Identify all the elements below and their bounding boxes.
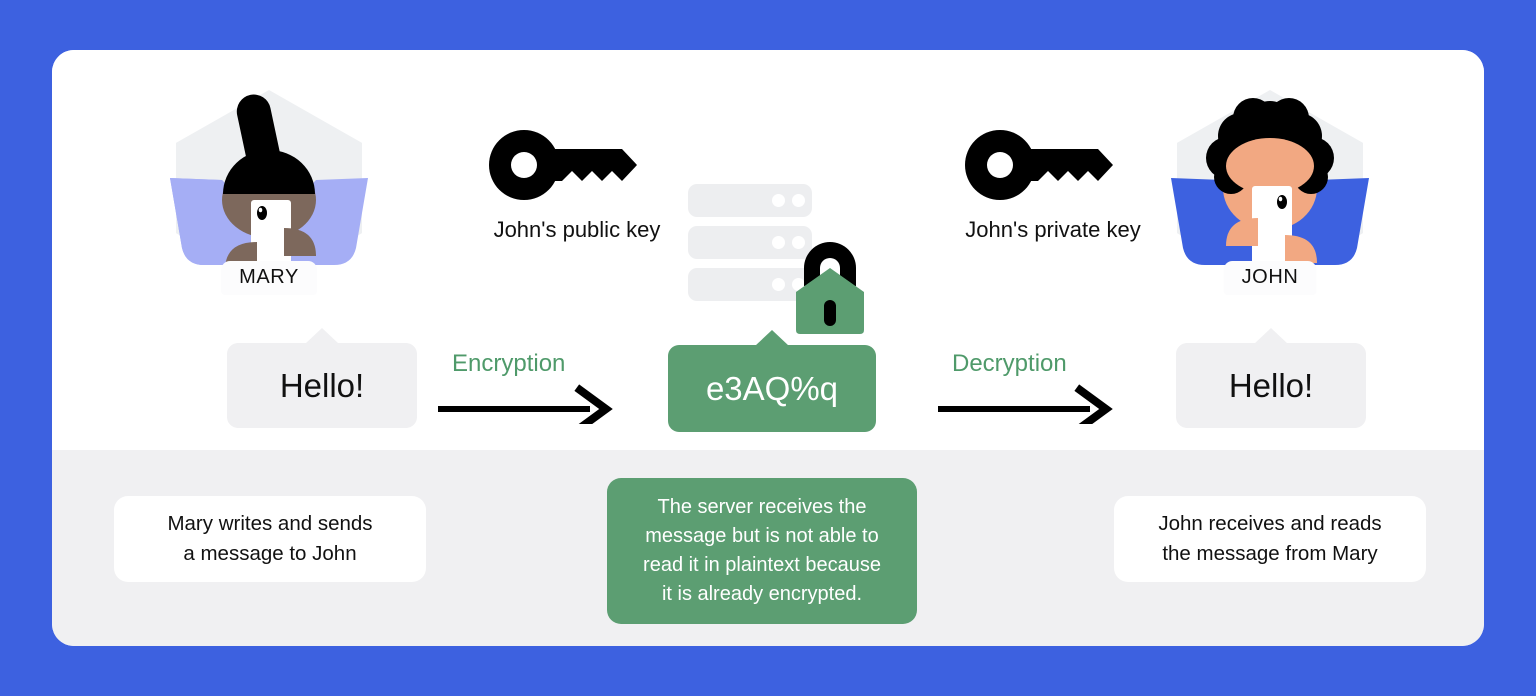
encryption-arrow-label: Encryption (452, 350, 566, 377)
ciphertext-bubble: e3AQ%q (668, 345, 876, 432)
key-icon (965, 130, 1113, 200)
avatar-name-john: JOHN (1223, 261, 1317, 295)
avatar-mary: MARY (164, 80, 374, 295)
caption-receiver-line1: John receives and reads (1158, 512, 1382, 536)
caption-sender: Mary writes and sends a message to John (114, 496, 426, 582)
caption-sender-line1: Mary writes and sends (167, 512, 373, 536)
padlock-locked-icon (796, 242, 864, 334)
diagram-bottom-section: Mary writes and sends a message to John … (52, 450, 1484, 646)
caption-server-line4: it is already encrypted. (661, 583, 863, 605)
caption-receiver: John receives and reads the message from… (1114, 496, 1426, 582)
server-led (772, 236, 785, 249)
message-bubble-receiver: Hello! (1176, 343, 1366, 428)
avatar-john: JOHN (1165, 80, 1375, 295)
server-led (792, 194, 805, 207)
avatar-john-icon (1171, 98, 1369, 268)
private-key-label: John's private key (965, 217, 1141, 242)
caption-server-line1: The server receives the (657, 496, 867, 518)
caption-sender-line2: a message to John (183, 542, 357, 565)
server-stack-icon (688, 184, 868, 334)
server-bar (688, 226, 812, 259)
private-key-group: John's private key (938, 128, 1168, 243)
diagram-card: MARY Hello! John's public key Encryption (52, 50, 1484, 646)
server-led (792, 236, 805, 249)
server-led (772, 278, 785, 291)
public-key-label: John's public key (493, 217, 661, 242)
server-led (772, 194, 785, 207)
arrow-right-icon (938, 384, 1113, 424)
server-led (792, 278, 805, 291)
public-key-group: John's public key (462, 128, 692, 243)
caption-server-line2: message but is not able to (645, 525, 879, 547)
avatar-mary-icon (170, 94, 368, 278)
caption-server-line3: read it in plaintext because (643, 554, 881, 576)
caption-server: The server receives the message but is n… (607, 478, 917, 624)
avatar-name-mary: MARY (221, 261, 317, 295)
arrow-right-icon (438, 384, 613, 424)
diagram-top-section: MARY Hello! John's public key Encryption (52, 50, 1484, 450)
message-bubble-sender: Hello! (227, 343, 417, 428)
caption-receiver-line2: the message from Mary (1162, 542, 1378, 565)
key-icon (489, 130, 637, 200)
server-bar (688, 184, 812, 217)
decryption-arrow-label: Decryption (952, 350, 1067, 377)
message-text-sender: Hello! (279, 366, 365, 404)
ciphertext-value: e3AQ%q (705, 369, 839, 407)
message-text-receiver: Hello! (1228, 366, 1314, 404)
server-bar (688, 268, 812, 301)
